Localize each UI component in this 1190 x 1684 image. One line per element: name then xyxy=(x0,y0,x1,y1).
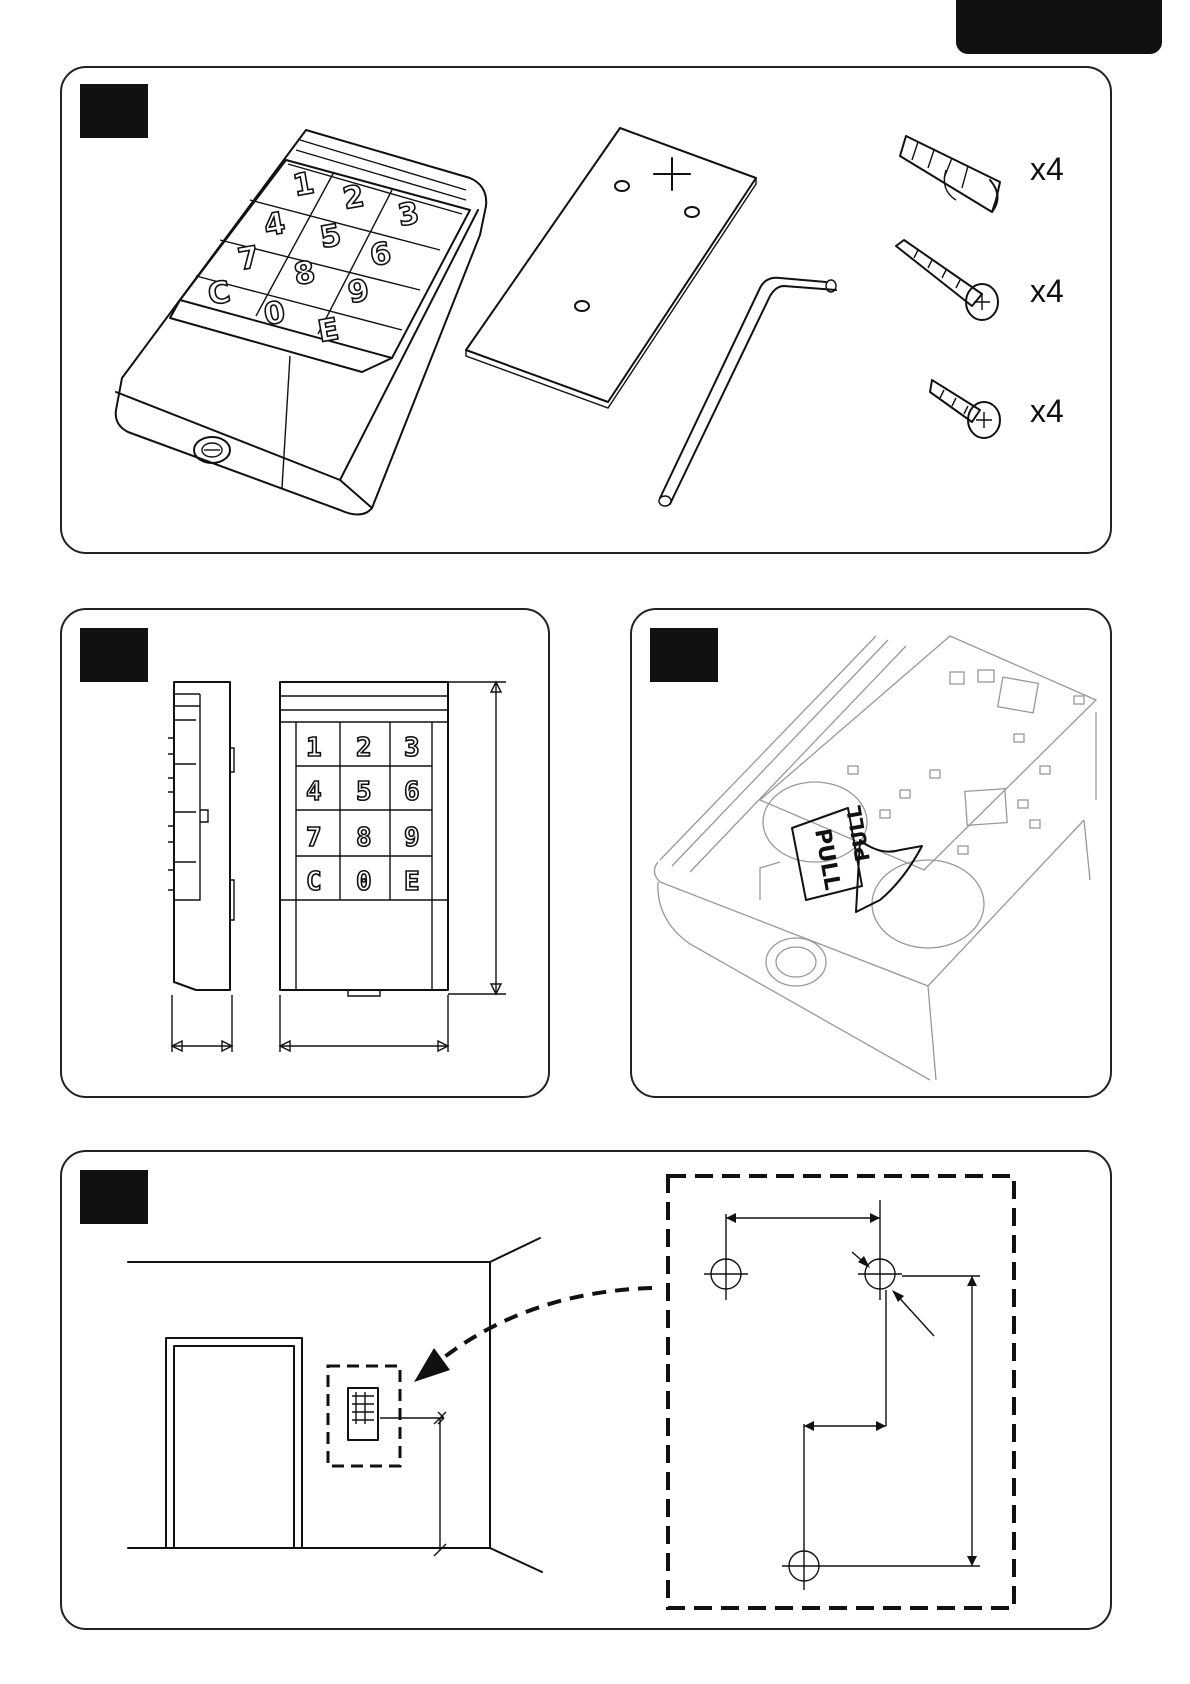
drilling-template xyxy=(668,1176,1014,1608)
arrow-icon xyxy=(438,1288,652,1362)
wall-scene xyxy=(128,1238,542,1572)
arrow-head-icon xyxy=(414,1348,450,1382)
keypad-wall-position xyxy=(328,1366,446,1556)
